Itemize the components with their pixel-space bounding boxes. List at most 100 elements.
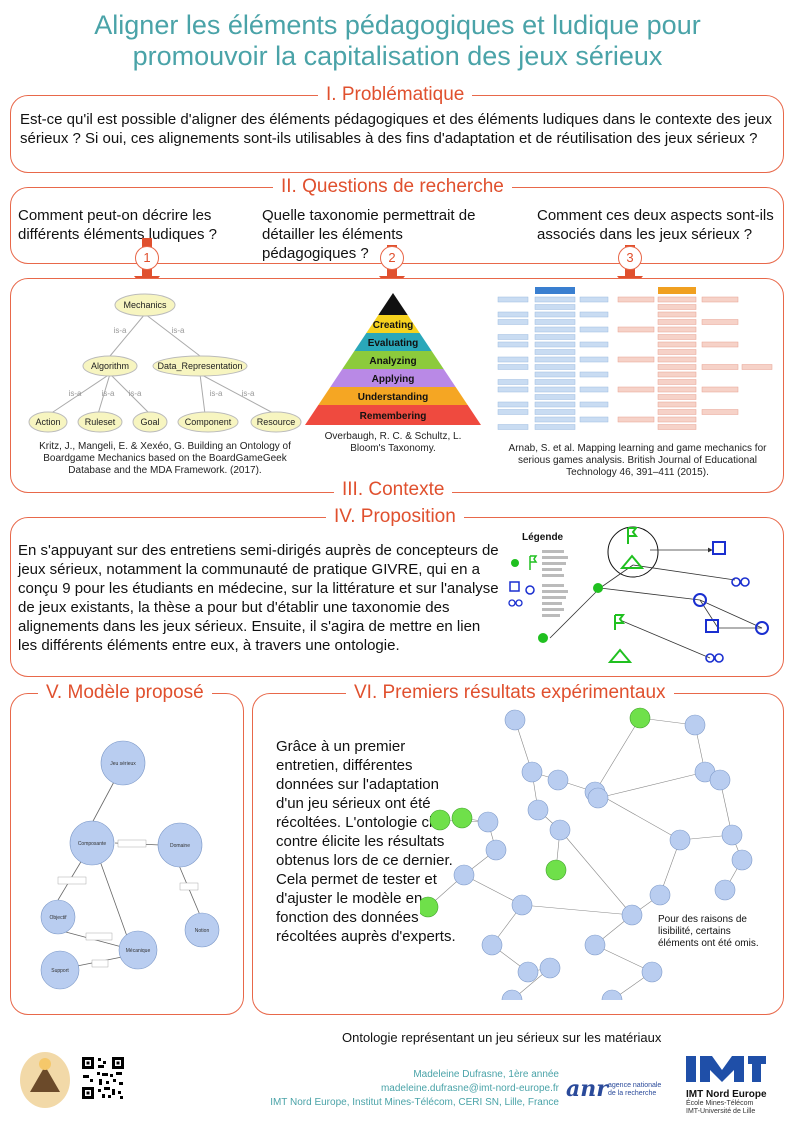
gm-cell [701, 319, 739, 325]
model-label-far-right: Notion [195, 928, 210, 934]
graph-node [477, 811, 499, 833]
title-line-2: promouvoir la capitalisation des jeux sé… [132, 41, 663, 71]
label-action: Action [35, 417, 60, 427]
gm-cell [657, 371, 697, 378]
lm-cell [497, 409, 529, 415]
gm-cell [617, 326, 655, 333]
model-node-mid [40, 899, 76, 935]
gm-cell [617, 356, 655, 363]
graph-node [621, 904, 643, 926]
gm-cell [617, 296, 655, 303]
model-label-mid: Objectif [50, 915, 68, 921]
results-heading: VI. Premiers résultats expérimentaux [346, 682, 674, 704]
gm-cell [657, 334, 697, 340]
node-action [28, 411, 68, 433]
lm-cell [534, 386, 576, 393]
lm-cell [534, 416, 576, 423]
proposal-text: En s'appuyant sur des entretiens semi-di… [18, 542, 499, 654]
gm-cell [701, 296, 739, 303]
lm-cell [534, 356, 576, 363]
lm-cell [534, 424, 576, 430]
lm-cell [579, 371, 609, 378]
model-label-left: Composante [78, 841, 107, 847]
graph-node [527, 799, 549, 821]
anr-logo: anr agence nationale de la recherche [566, 1076, 661, 1102]
label-data-representation: Data_Representation [157, 361, 242, 371]
lm-cell [534, 326, 576, 333]
question-number-2: 2 [380, 246, 404, 270]
model-label-right: Domaine [170, 843, 190, 849]
bloom-caption: Overbaugh, R. C. & Schultz, L. Bloom's T… [324, 431, 462, 454]
problem-text: Est-ce qu'il est possible d'aligner des … [20, 111, 773, 147]
gm-cell [657, 319, 697, 325]
qr-code [80, 1055, 126, 1101]
model-node-left [69, 820, 115, 866]
graph-node [641, 961, 663, 983]
lm-cell [579, 401, 609, 408]
context-heading: III. Contexte [334, 479, 453, 501]
lm-cell [579, 311, 609, 318]
user-icon-2 [755, 621, 769, 635]
question-1: Comment peut-on décrire les différents é… [18, 207, 218, 243]
graph-node [714, 879, 736, 901]
results-text: Grâce à un premier entretien, différente… [276, 738, 456, 945]
graph-edge [594, 944, 653, 973]
lm-cell [534, 364, 576, 370]
bloom-level-applying: Applying [372, 374, 415, 385]
question-number-1: 1 [135, 246, 159, 270]
edit-icon [712, 541, 726, 555]
graph-node [485, 839, 507, 861]
lm-cell [534, 394, 576, 400]
gm-cell [701, 364, 739, 370]
title-line-1: Aligner les éléments pédagogiques et lud… [94, 10, 701, 40]
graph-node [517, 961, 539, 983]
node-algorithm [82, 355, 138, 377]
graph-node [451, 807, 473, 829]
lm-cell [534, 401, 576, 408]
graph-node [649, 884, 671, 906]
gm-cell [657, 304, 697, 310]
graph-node [429, 809, 451, 831]
node-mechanics [114, 293, 176, 317]
arnab-caption: Arnab, S. et al. Mapping learning and ga… [508, 443, 767, 478]
lm-gm-mapping-figure [497, 287, 773, 430]
graph-node [501, 989, 523, 1000]
node-data-representation [152, 355, 248, 377]
imt-sub-1: École Mines-Télécom [686, 1100, 754, 1107]
gm-cell [617, 386, 655, 393]
link-icon-2 [705, 653, 715, 663]
question-3: Comment ces deux aspects sont-ils associ… [537, 207, 774, 243]
lm-cell [534, 379, 576, 385]
node-resource [250, 411, 302, 433]
legend-title: Légende [522, 532, 564, 543]
lm-cell [534, 296, 576, 303]
bell-icon-2 [607, 648, 633, 663]
graph-edge [559, 829, 633, 916]
graph-node [731, 849, 753, 871]
model-node-right [157, 822, 203, 868]
graph-node [629, 707, 651, 729]
legend-flag-icon [529, 555, 538, 570]
email-link[interactable]: madeleine.dufrasne@imt-nord-europe.fr [380, 1083, 559, 1094]
results-ontology-graph [420, 707, 753, 1000]
model-heading: V. Modèle proposé [38, 682, 212, 704]
problem-heading: I. Problématique [318, 84, 473, 106]
gm-cell [657, 409, 697, 415]
lm-cell [534, 409, 576, 415]
graph-node [601, 989, 623, 1000]
edge-label-2: is-a [172, 326, 185, 335]
lm-cell [497, 424, 529, 430]
link-icon [731, 577, 741, 587]
gm-cell [657, 311, 697, 318]
graph-edge [463, 874, 523, 906]
lm-cell [534, 371, 576, 378]
lm-cell [497, 386, 529, 393]
graph-node [545, 859, 567, 881]
lm-cell [579, 386, 609, 393]
gm-cell [657, 364, 697, 370]
model-label-bottom-right: Mécanique [126, 948, 151, 954]
mechanics-ontology-figure: Mechanics Algorithm Data_Representation … [28, 293, 302, 433]
lm-cell [534, 311, 576, 318]
edge-label-4: is-a [102, 389, 115, 398]
bloom-level-evaluating: Evaluating [368, 338, 419, 349]
